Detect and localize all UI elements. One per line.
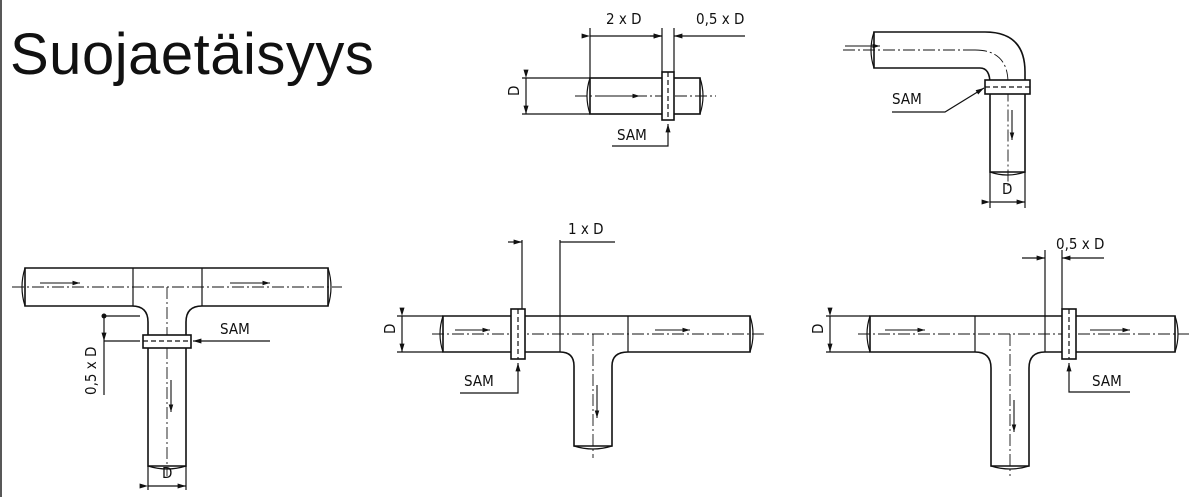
- sam-label-2: SAM: [892, 90, 922, 108]
- dim-d-label-3: D: [162, 464, 172, 482]
- page-title: Suojaetäisyys: [10, 22, 375, 87]
- dim-2xd-label: 2 x D: [606, 10, 642, 28]
- dim-d-label-5: D: [809, 324, 827, 334]
- tee-inlet-sam-diagram: 1 x D D SAM: [381, 220, 765, 458]
- dim-half-d-label-1: 0,5 x D: [696, 10, 744, 28]
- tee-branch-sam-diagram: SAM 0,5 x D D: [12, 267, 342, 490]
- dim-d-label-2: D: [1002, 180, 1012, 198]
- straight-pipe-diagram: 2 x D 0,5 x D D SAM: [505, 10, 745, 147]
- sam-label-3: SAM: [220, 320, 250, 338]
- sam-label-4: SAM: [464, 372, 494, 390]
- elbow-pipe-diagram: SAM D: [843, 31, 1031, 208]
- sam-label-5: SAM: [1092, 372, 1122, 390]
- dim-d-label-4: D: [381, 324, 399, 334]
- dim-half-d-label-3: 0,5 x D: [1056, 235, 1104, 253]
- tee-outlet-sam-diagram: 0,5 x D D SAM: [809, 235, 1189, 476]
- dim-1xd-label: 1 x D: [568, 220, 604, 238]
- sam-label-1: SAM: [617, 126, 647, 144]
- dim-d-label-1: D: [505, 86, 523, 96]
- dim-half-d-label-2: 0,5 x D: [82, 347, 100, 395]
